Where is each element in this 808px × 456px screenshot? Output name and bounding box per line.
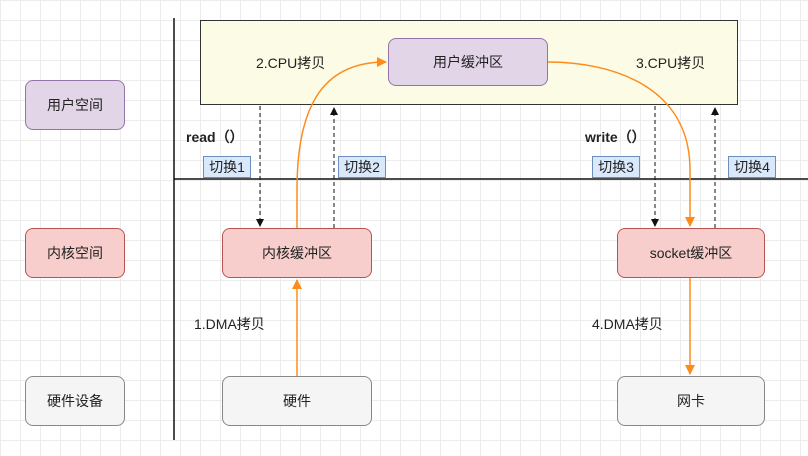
- hardware-devices-label: 硬件设备: [25, 376, 125, 426]
- nic-node: 网卡: [617, 376, 765, 426]
- kernel-space-label: 内核空间: [25, 228, 125, 278]
- socket-buffer-node: socket缓冲区: [617, 228, 765, 278]
- hardware-node: 硬件: [222, 376, 372, 426]
- cpu-copy-2-label: 2.CPU拷贝: [256, 55, 326, 71]
- cpu-copy-3-label: 3.CPU拷贝: [636, 55, 706, 71]
- dma-copy-4-label: 4.DMA拷贝: [592, 316, 663, 332]
- cpu-copy-2-arrow: [296, 57, 387, 228]
- read-call-label: read（）: [186, 129, 244, 145]
- switch-4-badge: 切换4: [728, 156, 776, 178]
- user-space-label: 用户空间: [25, 80, 125, 130]
- switch-1-badge: 切换1: [203, 156, 251, 178]
- switch-2-badge: 切换2: [338, 156, 386, 178]
- user-buffer-node: 用户缓冲区: [388, 38, 548, 86]
- cpu-copy-3-arrow: [547, 61, 695, 227]
- dma-copy-1-label: 1.DMA拷贝: [194, 316, 265, 332]
- switch-3-badge: 切换3: [592, 156, 640, 178]
- write-call-label: write（）: [585, 129, 646, 145]
- kernel-buffer-node: 内核缓冲区: [222, 228, 372, 278]
